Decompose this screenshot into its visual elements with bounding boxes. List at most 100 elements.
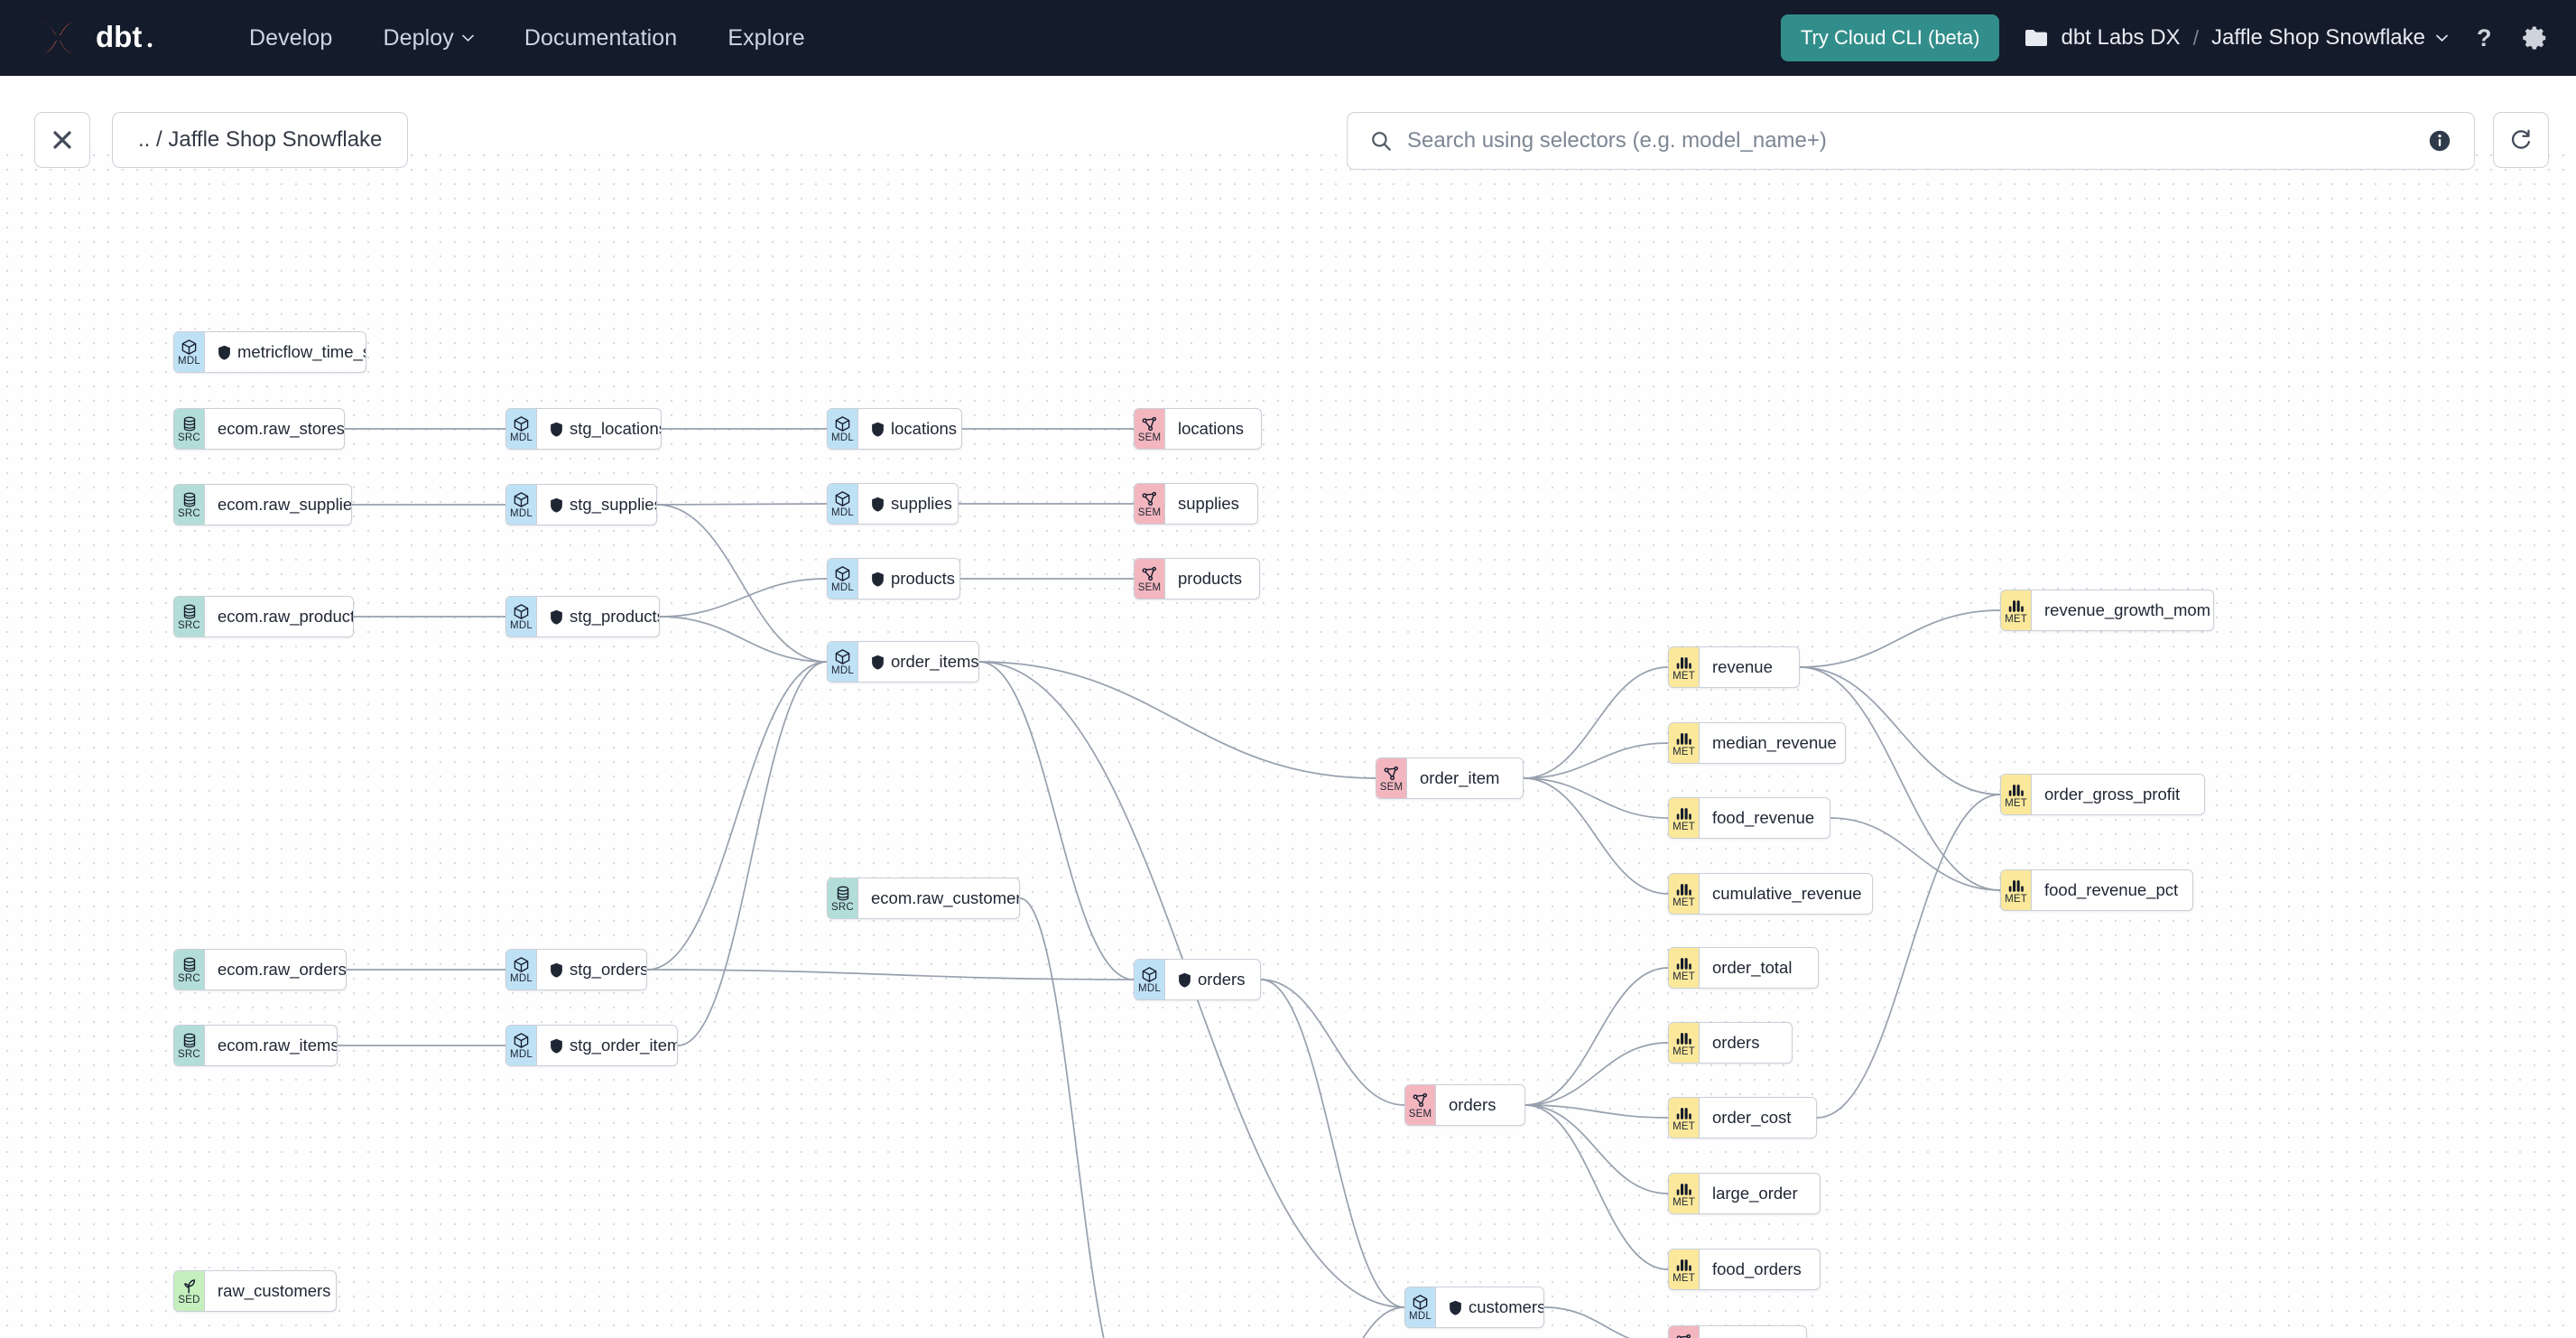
node-type-badge-mdl: MDL: [828, 484, 858, 524]
node-body: stg_orders: [537, 950, 647, 990]
node-label: customers: [1712, 1336, 1789, 1338]
nav-link-deploy[interactable]: Deploy: [383, 24, 474, 51]
nav-link-explore[interactable]: Explore: [727, 25, 804, 51]
shield-icon: [218, 345, 230, 360]
node-type-badge-src: SRC: [174, 597, 205, 636]
node-type-label: MET: [1673, 897, 1695, 908]
nav-link-deploy-label: Deploy: [383, 24, 454, 51]
node-type-label: SEM: [1137, 507, 1162, 518]
node-type-badge-met: MET: [1669, 1098, 1700, 1138]
search-input[interactable]: [1407, 128, 2427, 153]
node-label: stg_order_items: [570, 1036, 678, 1055]
semantic-graph-icon: [1412, 1091, 1429, 1109]
node-type-badge-sem: SEM: [1135, 559, 1165, 599]
try-cloud-cli-button[interactable]: Try Cloud CLI (beta): [1780, 14, 2000, 61]
database-icon: [181, 602, 198, 620]
cube-icon: [834, 489, 851, 507]
node-type-label: MDL: [831, 432, 854, 443]
node-body: ecom.raw_products: [205, 597, 353, 636]
shield-icon: [872, 422, 884, 437]
nav-link-develop[interactable]: Develop: [249, 25, 332, 51]
node-label: stg_locations: [570, 419, 662, 438]
breadcrumb[interactable]: .. / Jaffle Shop Snowflake: [112, 112, 409, 168]
node-body: order_item: [1407, 758, 1514, 798]
lineage-graph-canvas[interactable]: MDLmetricflow_time_spineSRCecom.raw_stor…: [0, 148, 2576, 1338]
shield-icon: [872, 655, 884, 670]
dbt-mark-icon: [41, 22, 76, 54]
node-body: food_orders: [1700, 1250, 1816, 1289]
cube-icon: [513, 602, 530, 620]
node-type-badge-sem: SEM: [1376, 758, 1407, 798]
svg-text:dbt: dbt: [96, 22, 142, 53]
shield-icon: [551, 609, 562, 625]
node-body: revenue_growth_mom: [2032, 590, 2213, 630]
graph-node-sem_customers[interactable]: SEMcustomers: [1668, 1325, 1807, 1338]
bar-chart-icon: [1675, 880, 1692, 897]
close-icon: [53, 131, 71, 149]
node-type-label: MDL: [831, 665, 854, 676]
shield-icon: [872, 497, 884, 512]
node-body: raw_customers: [205, 1271, 336, 1311]
account-name[interactable]: dbt Labs DX: [2061, 25, 2181, 50]
node-body: orders: [1436, 1085, 1510, 1125]
semantic-graph-icon: [1141, 564, 1158, 582]
search-bar[interactable]: [1347, 112, 2475, 170]
refresh-button[interactable]: [2493, 112, 2549, 168]
nav-link-documentation[interactable]: Documentation: [524, 25, 677, 51]
node-label: ecom.raw_customers: [871, 888, 1020, 907]
question-mark-icon[interactable]: ?: [2473, 24, 2497, 51]
project-selector[interactable]: Jaffle Shop Snowflake: [2211, 25, 2448, 51]
close-button[interactable]: [34, 112, 90, 168]
bar-chart-icon: [2007, 877, 2025, 894]
gear-icon[interactable]: [2522, 24, 2549, 51]
nav-link-documentation-label: Documentation: [524, 24, 678, 51]
refresh-icon: [2511, 129, 2531, 149]
dbt-logo[interactable]: dbt: [34, 18, 179, 58]
node-label: stg_orders: [570, 960, 647, 979]
node-label: food_orders: [1712, 1259, 1802, 1278]
shield-icon: [551, 422, 562, 437]
node-type-badge-sed: SED: [174, 1271, 205, 1311]
node-type-badge-sem: SEM: [1135, 409, 1165, 449]
database-icon: [181, 1031, 198, 1049]
node-label: orders: [1449, 1095, 1496, 1114]
info-icon[interactable]: [2427, 128, 2452, 153]
node-type-badge-src: SRC: [174, 485, 205, 525]
